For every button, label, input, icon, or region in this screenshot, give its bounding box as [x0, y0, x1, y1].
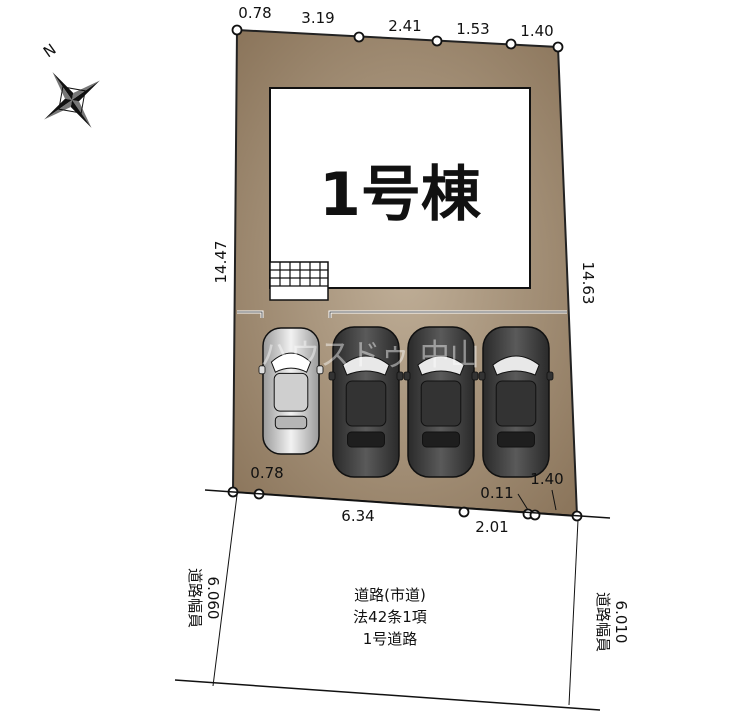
dim-bottom-left-corner: 0.78	[250, 464, 283, 482]
road-line-1: 道路(市道)	[354, 586, 426, 604]
dim-top-4: 1.53	[456, 20, 489, 38]
dim-top-5: 1.40	[520, 22, 553, 40]
road-width-left: 道路幅員 6.060	[186, 568, 222, 628]
entrance-steps	[269, 261, 329, 301]
road-line-3: 1号道路	[363, 630, 418, 648]
compass: N	[40, 40, 100, 128]
parked-car-1	[258, 327, 324, 455]
dim-bottom-main: 6.34	[341, 507, 374, 525]
dim-bottom-right-small: 0.11	[480, 484, 513, 502]
building-footprint	[269, 87, 531, 289]
dim-bottom-right-corner: 1.40	[530, 470, 563, 488]
parked-car-2	[328, 326, 404, 478]
building-label: 1号棟	[319, 160, 482, 230]
road-width-right: 道路幅員 6.010	[594, 592, 630, 652]
road-line-2: 法42条1項	[353, 608, 427, 626]
road-width-left-label: 道路幅員	[186, 568, 204, 628]
compass-north-label: N	[40, 40, 60, 61]
road	[174, 489, 611, 711]
road-width-right-label: 道路幅員	[594, 592, 612, 652]
dim-bottom-small: 2.01	[475, 518, 508, 536]
dim-top-1: 0.78	[238, 4, 271, 22]
parking-area	[258, 326, 554, 478]
dim-left-side: 14.47	[212, 241, 230, 284]
watermark: ハウスドゥ 中山	[260, 338, 480, 373]
north-arrow-icon	[44, 72, 100, 128]
parked-car-3	[403, 326, 479, 478]
dim-top-2: 3.19	[301, 9, 334, 27]
parked-car-4	[478, 326, 554, 478]
road-width-left-value: 6.060	[204, 577, 222, 620]
top-boundary-markers	[231, 24, 564, 53]
road-width-right-value: 6.010	[612, 601, 630, 644]
dim-right-side: 14.63	[579, 262, 597, 305]
dim-top-3: 2.41	[388, 17, 421, 35]
